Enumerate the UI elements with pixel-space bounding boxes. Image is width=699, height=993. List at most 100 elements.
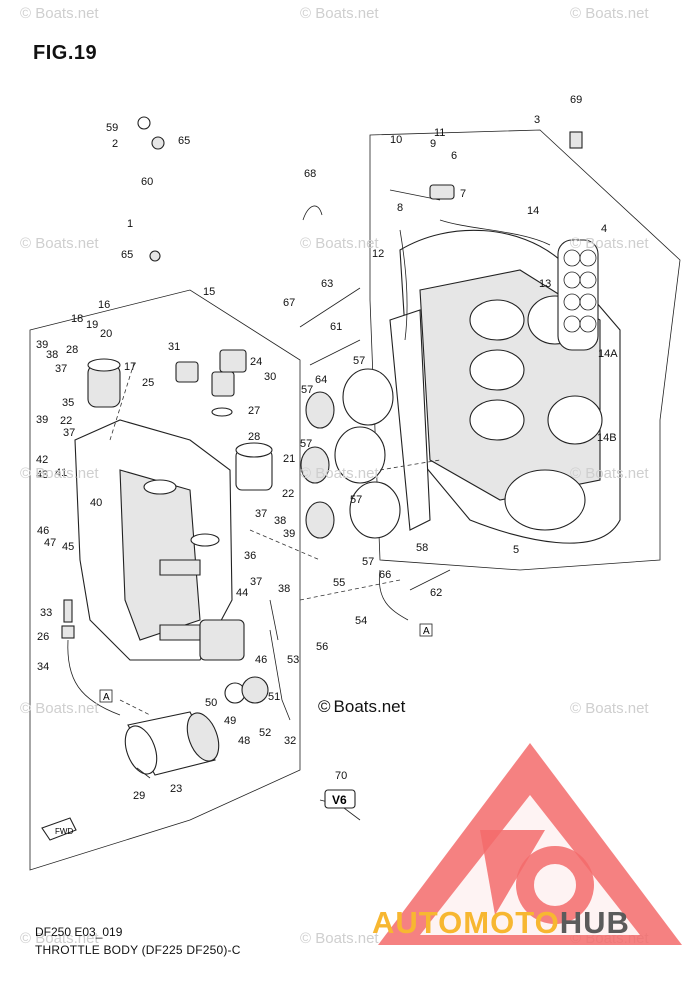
- callout-7: 7: [460, 188, 466, 200]
- callout-18: 18: [71, 313, 83, 325]
- figure-caption: THROTTLE BODY (DF225 DF250)-C: [35, 943, 241, 957]
- callout-62: 62: [430, 587, 442, 599]
- callout-48: 48: [238, 735, 250, 747]
- callout-11: 11: [434, 127, 445, 139]
- gasket-4: [557, 239, 599, 351]
- bolt-63: [299, 287, 361, 328]
- cap-59: [137, 116, 151, 130]
- watermark: © Boats.net: [20, 235, 99, 252]
- watermark: © Boats.net: [300, 465, 379, 482]
- callout-41: 41: [55, 467, 67, 479]
- callout-14: 14: [527, 205, 539, 217]
- callout-22: 22: [282, 488, 294, 500]
- callout-9: 9: [430, 138, 436, 150]
- bolt-61: [309, 339, 361, 366]
- callout-36: 36: [244, 550, 256, 562]
- callout-49: 49: [224, 715, 236, 727]
- oring-27: [211, 407, 233, 417]
- joint-26: [61, 625, 75, 639]
- callout-6: 6: [451, 150, 457, 162]
- callout-24: 24: [250, 356, 262, 368]
- callout-22: 22: [60, 415, 72, 427]
- callout-66: 66: [379, 569, 391, 581]
- callout-43: 43: [36, 469, 48, 481]
- watermark: © Boats.net: [20, 465, 99, 482]
- callout-46: 46: [37, 525, 49, 537]
- callout-56: 56: [316, 641, 328, 653]
- callout-57: 57: [300, 438, 312, 450]
- callout-31: 31: [168, 341, 180, 353]
- left-group-outline: [29, 289, 301, 871]
- svg-text:A: A: [103, 692, 110, 703]
- callout-65: 65: [178, 135, 190, 147]
- callout-25: 25: [142, 377, 154, 389]
- throttle-bores: [469, 295, 603, 531]
- callout-4: 4: [601, 223, 607, 235]
- clip-69: [569, 131, 583, 149]
- callout-13: 13: [539, 278, 551, 290]
- callout-35: 35: [62, 397, 74, 409]
- callout-37: 37: [55, 363, 67, 375]
- callout-55: 55: [333, 577, 345, 589]
- callout-68: 68: [304, 168, 316, 180]
- watermark: © Boats.net: [570, 235, 649, 252]
- callout-38: 38: [46, 349, 58, 361]
- callout-57: 57: [301, 384, 313, 396]
- callout-61: 61: [330, 321, 342, 333]
- v6-badge: V6: [324, 789, 356, 809]
- sensor-24: [219, 349, 247, 373]
- callout-59: 59: [106, 122, 118, 134]
- watermark: © Boats.net: [570, 465, 649, 482]
- watermark: © Boats.net: [570, 700, 649, 717]
- callout-27: 27: [248, 405, 260, 417]
- rod-32: [269, 629, 291, 721]
- callout-15: 15: [203, 286, 215, 298]
- callout-63: 63: [321, 278, 333, 290]
- callout-39: 39: [36, 414, 48, 426]
- bolt-29: [136, 767, 151, 779]
- callout-21: 21: [283, 453, 295, 465]
- callout-69: 69: [570, 94, 582, 106]
- callout-10: 10: [390, 134, 402, 146]
- callout-53: 53: [287, 654, 299, 666]
- sensor-30: [211, 371, 235, 397]
- logo-word-2: HUB: [559, 905, 630, 940]
- bolt-62: [409, 569, 451, 591]
- cable-34: [67, 639, 121, 716]
- callout-57: 57: [353, 355, 365, 367]
- clamp-65-bottom: [149, 250, 161, 262]
- callout-39: 39: [36, 339, 48, 351]
- watermark: © Boats.net: [20, 5, 99, 22]
- clamp-65-top: [151, 136, 165, 150]
- credit-text: Boats.net: [333, 697, 406, 716]
- callout-52: 52: [259, 727, 271, 739]
- callout-28: 28: [248, 431, 260, 443]
- callout-64: 64: [315, 374, 327, 386]
- pipe-12: [399, 229, 408, 341]
- pipe-14: [439, 219, 551, 246]
- fwd-text: FWD: [55, 827, 73, 836]
- copyright-symbol: ©: [318, 697, 331, 716]
- watermark: © Boats.net: [300, 235, 379, 252]
- callout-46: 46: [255, 654, 267, 666]
- callout-57: 57: [362, 556, 374, 568]
- sensor-7: [429, 184, 455, 200]
- callout-65: 65: [121, 249, 133, 261]
- callout-14B: 14B: [597, 432, 617, 444]
- callout-16: 16: [98, 299, 110, 311]
- svg-text:A: A: [423, 626, 430, 637]
- gasket-58: [389, 309, 431, 531]
- callout-42: 42: [36, 454, 48, 466]
- watermark: © Boats.net: [570, 5, 649, 22]
- callout-20: 20: [100, 328, 112, 340]
- callout-14A: 14A: [598, 348, 618, 360]
- automotohub-logo: [378, 743, 682, 945]
- callout-8: 8: [397, 202, 403, 214]
- callout-19: 19: [86, 319, 98, 331]
- callout-39: 39: [283, 528, 295, 540]
- hose-66: [378, 569, 409, 621]
- callout-54: 54: [355, 615, 367, 627]
- callout-2: 2: [112, 138, 118, 150]
- callout-44: 44: [236, 587, 248, 599]
- watermark: © Boats.net: [20, 700, 99, 717]
